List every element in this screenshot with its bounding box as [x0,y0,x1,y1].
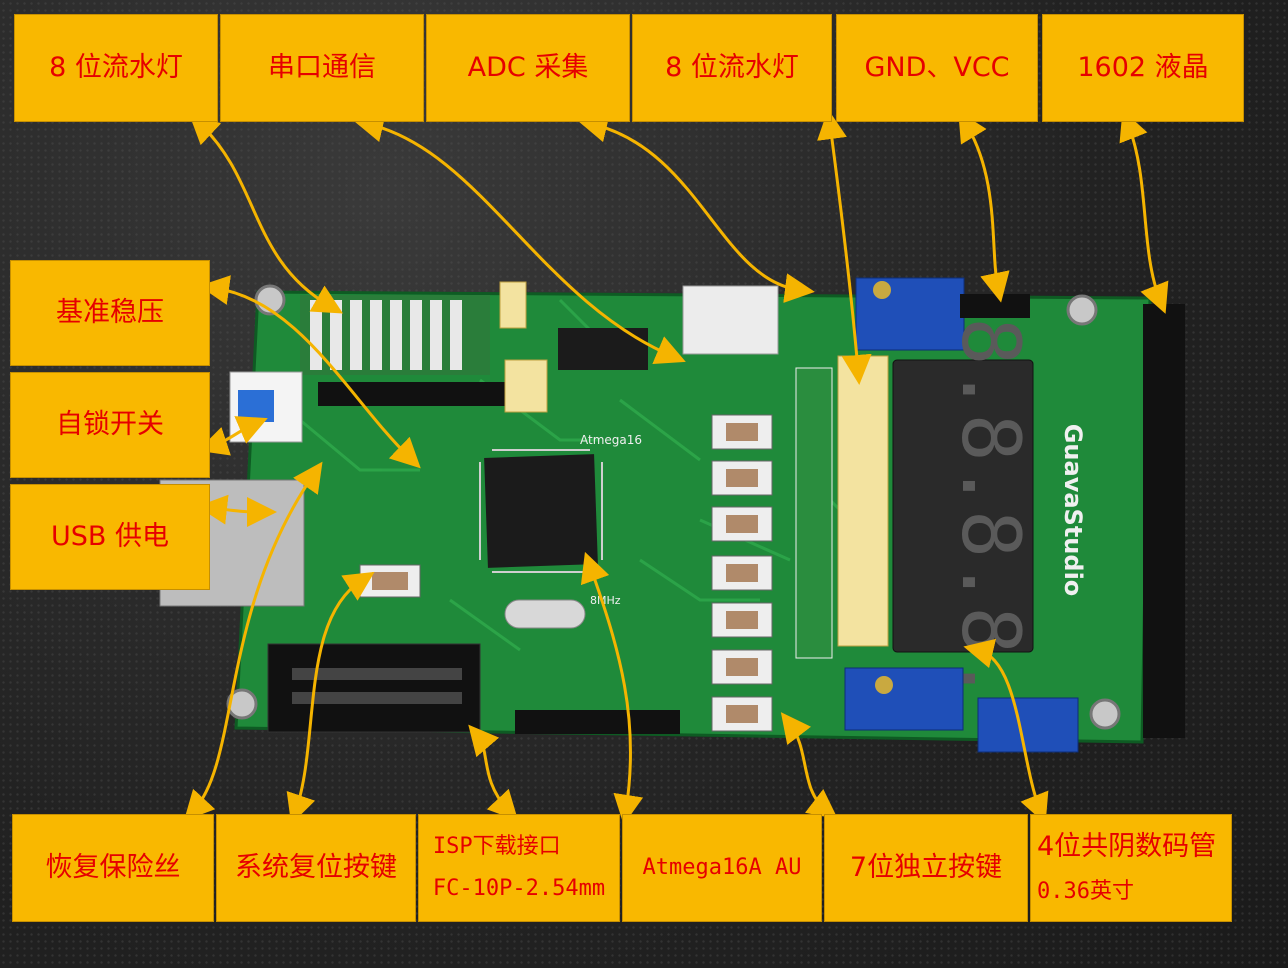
arrow-leds-right [817,109,872,385]
arrow-adc [577,112,815,303]
arrow-gnd-vcc [958,111,1010,303]
lcd-header [1143,304,1185,738]
arrow-mcu [580,551,644,825]
arrow-lcd [1119,110,1169,314]
jumper-2 [504,359,548,413]
label-self-lock-switch: 自锁开关 [10,372,210,478]
arrow-vref [199,275,421,469]
label-serial: 串口通信 [220,14,424,122]
label-seg-line1: 4位共阴数码管 [1037,830,1217,862]
label-leds-left: 8 位流水灯 [14,14,218,122]
arrow-serial [353,112,686,364]
seven-seg-display [892,359,1034,653]
label-isp: ISP下载接口 FC-10P-2.54mm [418,814,620,922]
label-leds-right: 8 位流水灯 [632,14,832,122]
arrow-fuse [183,461,323,822]
label-vref: 基准稳压 [10,260,210,366]
label-adc: ADC 采集 [426,14,630,122]
arrow-isp [468,724,519,821]
label-isp-line2: FC-10P-2.54mm [432,876,606,901]
label-seven-seg: 4位共阴数码管 0.36英寸 [1030,814,1232,922]
arrow-usb [197,494,277,527]
label-usb-power: USB 供电 [10,484,210,590]
label-isp-line1: ISP下载接口 [432,833,561,859]
seven-seg-digits: 8.8.8.8. [944,317,1037,702]
arrow-switch [197,416,268,456]
arrow-reset [286,571,375,825]
jumper-column [837,355,889,647]
arrow-leds-left [189,113,343,314]
label-reset-key: 系统复位按键 [216,814,416,922]
pot-bottom-left [844,667,964,731]
label-keys7: 7位独立按键 [824,814,1028,922]
pc-label-strip [795,367,833,659]
tactile-switches [711,414,773,732]
label-resettable-fuse: 恢复保险丝 [12,814,214,922]
mcu-silk: Atmega16 [580,433,642,447]
brand-silk: GuavaStudio [1059,424,1087,597]
arrow-keys [780,712,838,820]
label-lcd1602: 1602 液晶 [1042,14,1244,122]
mcu-chip [479,449,603,573]
label-mcu: Atmega16A AU [622,814,822,922]
label-gnd-vcc: GND、VCC [836,14,1038,122]
arrow-seg [963,638,1049,824]
label-seg-line2: 0.36英寸 [1037,879,1134,904]
